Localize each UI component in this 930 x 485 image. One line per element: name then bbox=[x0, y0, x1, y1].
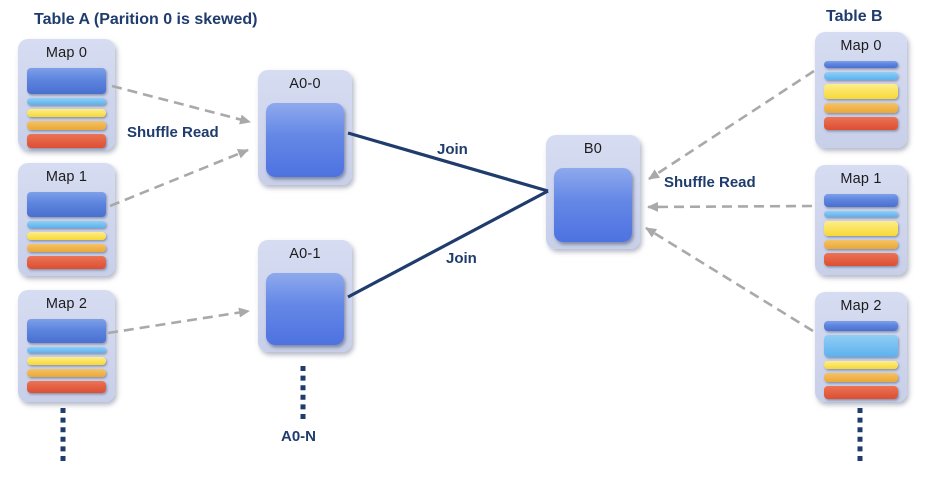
join-line-bottom bbox=[347, 189, 549, 299]
partition-stripe-blue bbox=[27, 68, 106, 94]
table-a-map-1-card: Map 1 bbox=[18, 163, 115, 276]
partition-stripes bbox=[18, 190, 115, 269]
partition-stripe-orange bbox=[27, 121, 106, 130]
partition-stripe-yellow bbox=[824, 361, 898, 369]
partition-stripe-blue bbox=[27, 192, 106, 217]
partition-stripe-yellow bbox=[824, 221, 898, 236]
partition-stripe-red bbox=[824, 386, 898, 399]
partition-stripes bbox=[815, 319, 907, 399]
partition-stripes bbox=[815, 192, 907, 266]
shuffle-read-left-label: Shuffle Read bbox=[127, 124, 219, 141]
table-b-map-2-card: Map 2 bbox=[815, 292, 907, 402]
partition-stripe-blue bbox=[824, 321, 898, 331]
partition-stripe-lightblue bbox=[27, 221, 106, 228]
reducer-b0-card: B0 bbox=[546, 135, 640, 249]
partition-stripe-yellow bbox=[27, 232, 106, 240]
table-b-title: Table B bbox=[826, 8, 883, 25]
partition-stripe-orange bbox=[27, 244, 106, 252]
partition-stripe-red bbox=[27, 381, 106, 393]
reducer-a0-1-card: A0-1 bbox=[258, 240, 352, 352]
partition-stripe-orange bbox=[824, 373, 898, 382]
shuffle-arrow-a-map0 bbox=[111, 84, 251, 125]
partition-stripe-lightblue bbox=[27, 98, 106, 105]
reducer-label: B0 bbox=[583, 141, 603, 157]
partition-stripes bbox=[18, 66, 115, 148]
join-bottom-label: Join bbox=[446, 250, 477, 267]
reducer-partition-block bbox=[266, 273, 344, 345]
reducer-a0-0-card: A0-0 bbox=[258, 70, 352, 185]
reducer-partition-block bbox=[554, 168, 632, 242]
reducer-label: A0-1 bbox=[289, 246, 321, 262]
partition-stripe-red bbox=[824, 117, 898, 130]
shuffle-read-right-label: Shuffle Read bbox=[664, 174, 756, 191]
shuffle-arrow-b-map2 bbox=[645, 226, 814, 333]
partition-stripe-orange bbox=[27, 369, 106, 377]
partition-stripe-lightblue bbox=[824, 211, 898, 217]
partition-stripe-lightblue bbox=[824, 335, 898, 357]
shuffle-arrow-b-map0 bbox=[648, 69, 815, 181]
shuffle-arrow-a-map2 bbox=[107, 307, 250, 335]
table-a-title: Table A (Parition 0 is skewed) bbox=[34, 11, 258, 28]
partition-stripe-lightblue bbox=[27, 347, 106, 353]
map-label: Map 0 bbox=[840, 38, 882, 54]
partition-stripes bbox=[815, 59, 907, 130]
partition-stripe-orange bbox=[824, 103, 898, 113]
partition-stripe-red bbox=[27, 134, 106, 148]
reducer-partition-block bbox=[266, 103, 344, 177]
table-a-map-2-card: Map 2 bbox=[18, 290, 115, 402]
partition-stripe-orange bbox=[824, 240, 898, 249]
map-label: Map 1 bbox=[45, 169, 88, 185]
partition-stripe-yellow bbox=[27, 109, 106, 117]
map-label: Map 0 bbox=[45, 45, 88, 61]
partition-stripe-lightblue bbox=[824, 72, 898, 80]
reducer-label: A0-0 bbox=[289, 76, 321, 92]
partition-stripes bbox=[18, 317, 115, 393]
map-label: Map 2 bbox=[45, 296, 88, 312]
partition-stripe-yellow bbox=[824, 84, 898, 99]
map-label: Map 2 bbox=[840, 298, 882, 314]
shuffle-arrow-b-map1 bbox=[647, 201, 813, 212]
a0-n-label: A0-N bbox=[281, 428, 317, 445]
partition-stripe-red bbox=[824, 253, 898, 266]
partition-stripe-yellow bbox=[27, 357, 106, 365]
partition-stripe-red bbox=[27, 256, 106, 269]
partition-stripe-blue bbox=[27, 319, 106, 343]
partition-stripe-blue bbox=[824, 61, 898, 68]
table-b-map-1-card: Map 1 bbox=[815, 165, 907, 275]
map-label: Map 1 bbox=[840, 171, 882, 187]
partition-stripe-blue bbox=[824, 194, 898, 207]
shuffle-arrow-a-map1 bbox=[109, 148, 249, 208]
table-b-map-0-card: Map 0 bbox=[815, 32, 907, 148]
table-a-map-0-card: Map 0 bbox=[18, 39, 115, 150]
join-top-label: Join bbox=[437, 141, 468, 158]
